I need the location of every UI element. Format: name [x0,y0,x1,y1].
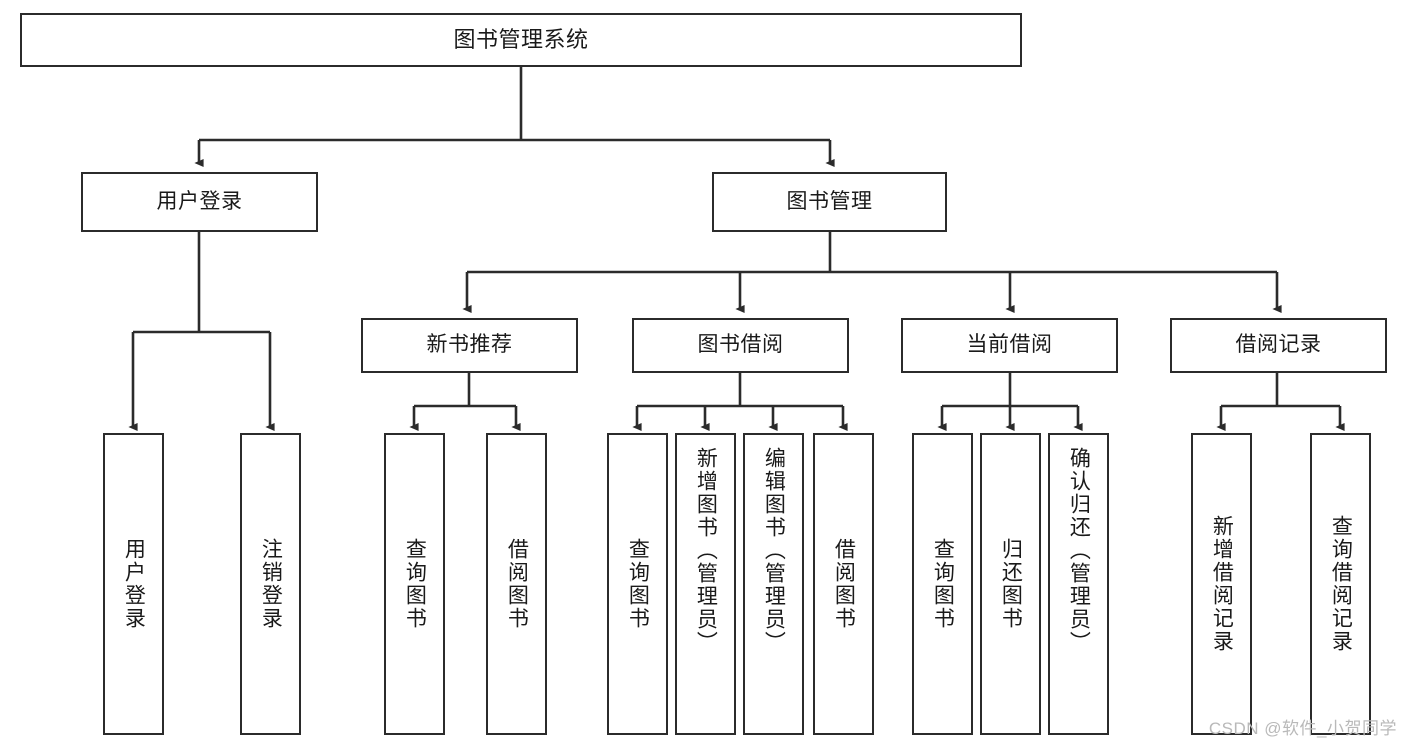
node-leaf-edit-book[interactable]: 编辑图书（管理员） [743,433,804,735]
node-leaf-query-book-1[interactable]: 查询图书 [384,433,445,735]
node-current-borrow-label: 当前借阅 [966,333,1053,357]
csdn-watermark: CSDN @软件_小贺同学 [1208,719,1397,738]
node-leaf-edit-book-label: 编辑图书（管理员） [762,447,786,654]
node-leaf-query-record-label: 查询借阅记录 [1329,515,1353,653]
node-borrow-record[interactable]: 借阅记录 [1170,318,1387,373]
node-leaf-return-book-label: 归还图书 [999,538,1023,630]
node-new-book-recommend[interactable]: 新书推荐 [361,318,578,373]
node-book-manage[interactable]: 图书管理 [712,172,947,232]
node-leaf-query-record[interactable]: 查询借阅记录 [1310,433,1371,735]
node-leaf-borrow-book-2[interactable]: 借阅图书 [813,433,874,735]
node-new-book-recommend-label: 新书推荐 [426,333,513,357]
node-leaf-return-book[interactable]: 归还图书 [980,433,1041,735]
node-book-borrow-label: 图书借阅 [697,333,784,357]
node-leaf-add-book[interactable]: 新增图书（管理员） [675,433,736,735]
node-leaf-add-record-label: 新增借阅记录 [1210,515,1234,653]
node-leaf-confirm-return[interactable]: 确认归还（管理员） [1048,433,1109,735]
node-leaf-user-login-label: 用户登录 [122,538,146,630]
node-leaf-query-book-3-label: 查询图书 [931,538,955,630]
node-leaf-user-logout-label: 注销登录 [259,538,283,630]
node-current-borrow[interactable]: 当前借阅 [901,318,1118,373]
node-root-system[interactable]: 图书管理系统 [20,13,1022,67]
node-leaf-user-login[interactable]: 用户登录 [103,433,164,735]
node-leaf-borrow-book-2-label: 借阅图书 [832,538,856,630]
node-leaf-borrow-book-1-label: 借阅图书 [505,538,529,630]
node-user-login[interactable]: 用户登录 [81,172,318,232]
node-leaf-query-book-3[interactable]: 查询图书 [912,433,973,735]
node-user-login-label: 用户登录 [156,189,243,213]
node-leaf-query-book-2[interactable]: 查询图书 [607,433,668,735]
node-leaf-query-book-2-label: 查询图书 [626,538,650,630]
node-leaf-add-book-label: 新增图书（管理员） [694,447,718,654]
node-borrow-record-label: 借阅记录 [1235,333,1322,357]
node-leaf-confirm-return-label: 确认归还（管理员） [1067,447,1091,654]
node-root-system-label: 图书管理系统 [453,27,589,53]
node-leaf-add-record[interactable]: 新增借阅记录 [1191,433,1252,735]
node-leaf-user-logout[interactable]: 注销登录 [240,433,301,735]
node-leaf-borrow-book-1[interactable]: 借阅图书 [486,433,547,735]
node-book-manage-label: 图书管理 [786,189,873,213]
node-book-borrow[interactable]: 图书借阅 [632,318,849,373]
node-leaf-query-book-1-label: 查询图书 [403,538,427,630]
